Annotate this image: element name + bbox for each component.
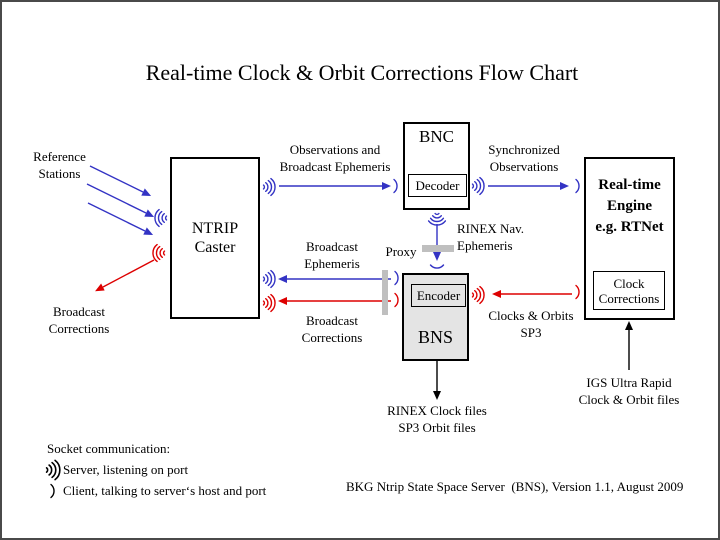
legend-heading: Socket communication: [47, 441, 171, 456]
legend-client-icon [50, 483, 55, 499]
rinex-files-line2: SP3 Orbit files [398, 419, 476, 435]
reference-stations-label: Reference Stations [22, 149, 97, 182]
legend-server-icon [45, 459, 61, 481]
broadcast-ephemeris-line2: Ephemeris [304, 255, 360, 271]
encoder-label: Encoder [416, 287, 461, 303]
reference-stations-line1: Reference [33, 149, 86, 164]
bns-server-clocks-icon [471, 285, 485, 305]
broadcast-corrections-left-line1: Broadcast [53, 304, 105, 319]
bns-label: BNS [417, 327, 453, 347]
broadcast-corrections-mid-line1: Broadcast [306, 313, 358, 328]
engine-label-line3: e.g. RTNet [595, 219, 664, 235]
reference-arrow-1 [89, 165, 152, 196]
clocks-orbits-label: Clocks & Orbits SP3 [472, 308, 590, 341]
bnc-client-icon [393, 178, 398, 194]
encoder-node: Encoder [411, 284, 466, 307]
decoder-label: Decoder [415, 177, 460, 193]
broadcast-ephemeris-label: Broadcast Ephemeris [296, 239, 368, 272]
footer-caption: BKG Ntrip State Space Server (BNS), Vers… [346, 479, 684, 494]
broadcast-corrections-out-arrow [95, 259, 155, 292]
ntrip-server-in-icon [154, 208, 168, 228]
clock-corrections-label-line2: Corrections [598, 290, 660, 306]
observations-line1: Observations and [289, 142, 381, 157]
observations-label: Observations and Broadcast Ephemeris [274, 142, 396, 175]
broadcast-corrections-mid-label: Broadcast Corrections [292, 313, 372, 346]
clock-corrections-node: Clock Corrections [593, 271, 665, 310]
page-title: Real-time Clock & Orbit Corrections Flow… [145, 60, 579, 85]
clocks-orbits-line1: Clocks & Orbits [488, 308, 574, 323]
rinex-nav-line1: RINEX Nav. [457, 221, 525, 236]
rinex-files-label: RINEX Clock files SP3 Orbit files [372, 403, 502, 436]
rinex-nav-line2: Ephemeris [457, 237, 513, 253]
legend-client-label: Client, talking to server‘s host and por… [63, 483, 267, 498]
broadcast-corrections-mid-line2: Corrections [301, 329, 363, 345]
broadcast-ephemeris-line1: Broadcast [306, 239, 358, 254]
proxy-label: Proxy [385, 244, 417, 259]
synchronized-observations-label: Synchronized Observations [479, 142, 569, 175]
igs-line2: Clock & Orbit files [578, 391, 680, 407]
bns-node: Encoder BNS [402, 273, 469, 361]
bnc-label: BNC [419, 127, 454, 146]
realtime-engine-node: Real-time Engine e.g. RTNet Clock Correc… [584, 157, 675, 320]
bns-client-ephemeris-icon [394, 270, 399, 286]
engine-client-clocks-icon [575, 284, 580, 300]
bnc-server-down-icon [427, 212, 447, 226]
legend-server-label: Server, listening on port [63, 462, 189, 477]
clock-corrections-label-line1: Clock [613, 275, 645, 291]
proxy-bar-vertical [382, 270, 388, 315]
igs-label: IGS Ultra Rapid Clock & Orbit files [564, 375, 694, 408]
bns-client-top-icon [429, 264, 445, 269]
ntrip-server-corrections-icon [262, 293, 276, 313]
proxy-bar-horizontal [422, 245, 454, 252]
reference-stations-line2: Stations [38, 165, 81, 181]
broadcast-corrections-left-label: Broadcast Corrections [35, 304, 123, 337]
synchronized-line2: Observations [489, 158, 559, 174]
broadcast-corrections-left-line2: Corrections [48, 320, 110, 336]
engine-client-sync-icon [575, 178, 580, 194]
reference-arrow-3 [87, 202, 154, 235]
ntrip-server-observations-icon [262, 177, 276, 197]
ntrip-server-ephemeris-icon [262, 269, 276, 289]
ntrip-caster-label-line1: NTRIP [191, 220, 239, 237]
rinex-files-line1: RINEX Clock files [387, 403, 487, 418]
decoder-node: Decoder [408, 174, 467, 197]
synchronized-line1: Synchronized [488, 142, 560, 157]
igs-line1: IGS Ultra Rapid [586, 375, 672, 390]
rinex-nav-label: RINEX Nav. Ephemeris [457, 221, 537, 254]
observations-line2: Broadcast Ephemeris [279, 158, 391, 174]
bns-client-corrections-icon [394, 292, 399, 308]
bnc-node: BNC Decoder [403, 122, 470, 210]
ntrip-server-corrections-in-icon [152, 243, 166, 263]
bnc-server-sync-icon [471, 176, 485, 196]
clocks-orbits-line2: SP3 [520, 324, 542, 340]
engine-label-line2: Engine [606, 198, 652, 214]
engine-label-line1: Real-time [598, 177, 661, 193]
ntrip-caster-node: NTRIP Caster [170, 157, 260, 319]
reference-arrow-2 [86, 183, 155, 217]
ntrip-caster-label-line2: Caster [194, 239, 236, 256]
